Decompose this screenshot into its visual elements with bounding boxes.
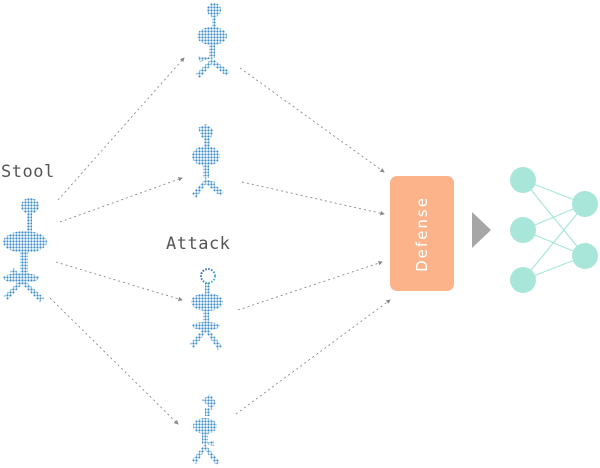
input-node (510, 167, 536, 193)
stool-label: Stool (1, 162, 55, 182)
arrows-to-attacks (49, 57, 185, 425)
input-node (510, 217, 536, 243)
arrow-to-defense-4 (235, 299, 391, 415)
arrows-to-defense (235, 67, 391, 415)
arrow-to-attack-2 (59, 177, 183, 223)
input-node (510, 267, 536, 293)
attack-label: Attack (166, 234, 231, 254)
attacked-point-cloud-3 (190, 268, 223, 350)
arrow-to-defense-3 (237, 261, 383, 311)
arrow-to-defense-1 (239, 67, 385, 173)
arrow-to-defense-2 (241, 181, 385, 216)
arrow-to-attack-1 (57, 57, 185, 201)
triangle-arrow-icon (472, 212, 491, 248)
output-node (572, 243, 598, 269)
neural-network-icon (510, 167, 598, 293)
defense-block: Defense (390, 176, 454, 291)
attacked-point-cloud-4 (192, 394, 220, 465)
stool-point-cloud-icon (3, 198, 47, 302)
defense-label: Defense (413, 195, 431, 272)
arrow-to-attack-4 (49, 297, 179, 425)
attacked-point-cloud-2 (192, 124, 224, 198)
output-node (572, 191, 598, 217)
arrow-to-attack-3 (55, 261, 183, 302)
attacked-point-cloud-1 (196, 3, 230, 78)
